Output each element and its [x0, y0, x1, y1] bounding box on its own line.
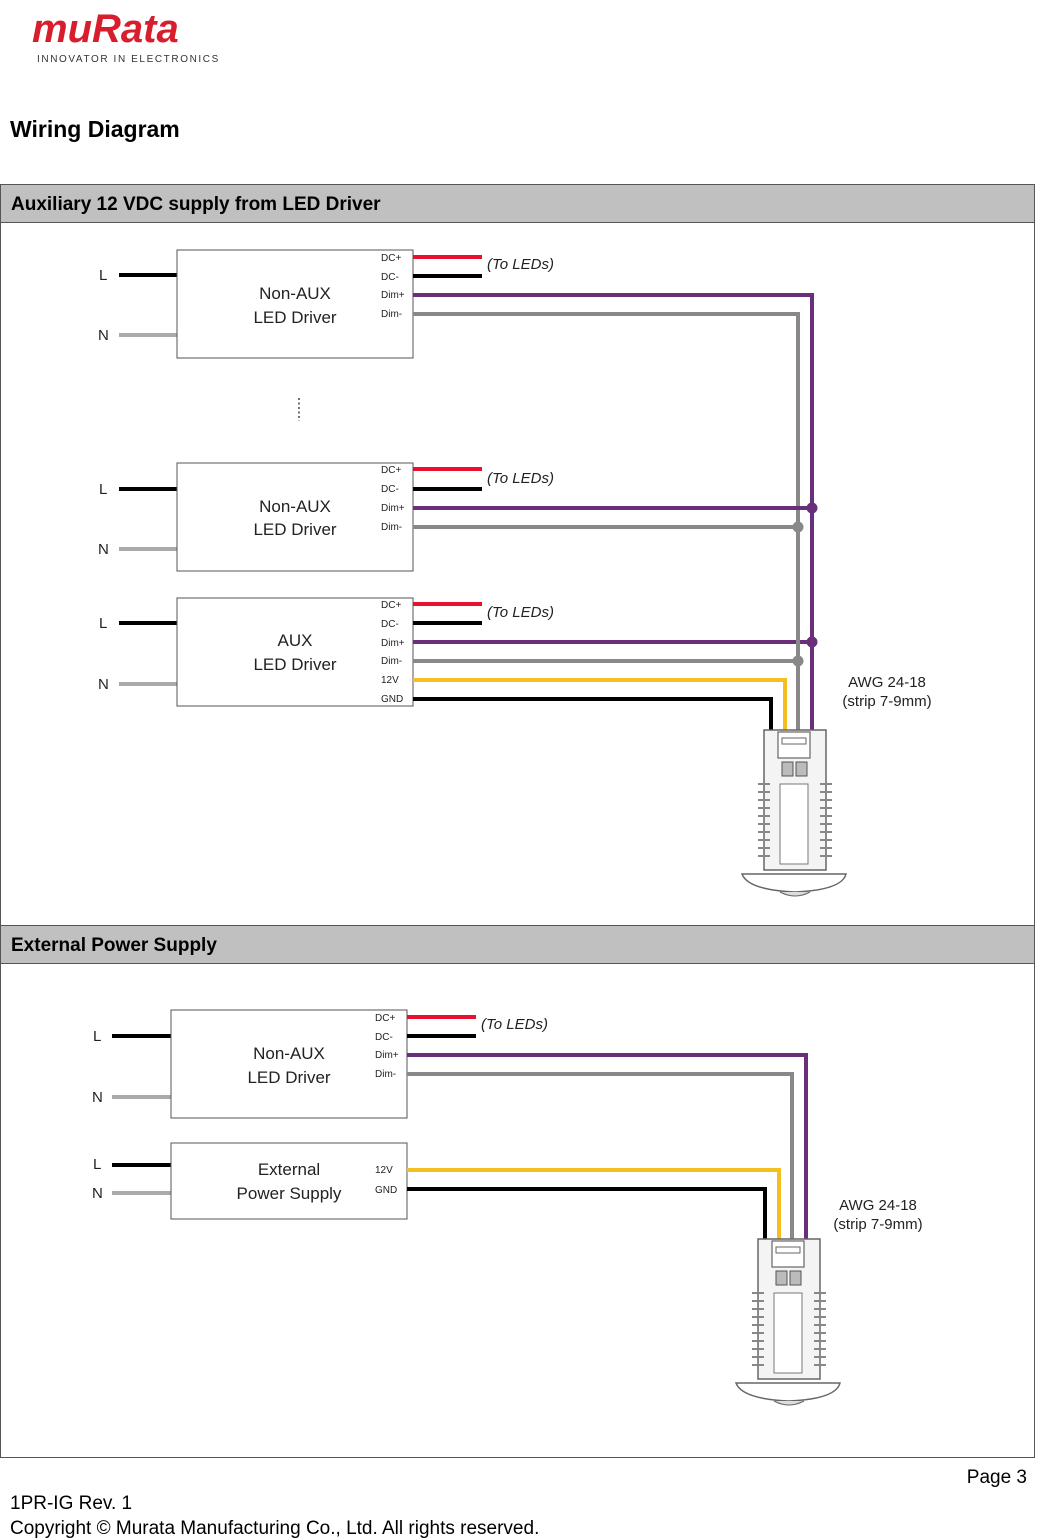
awg-spec-line2: (strip 7-9mm)	[842, 693, 931, 710]
terminal-dim-minus: Dim-	[381, 309, 402, 320]
to-leds-label: (To LEDs)	[487, 604, 554, 621]
to-leds-label: (To LEDs)	[481, 1016, 548, 1033]
copyright-notice: Copyright © Murata Manufacturing Co., Lt…	[10, 1518, 540, 1539]
driver-block-2: L N Non-AUX LED Driver DC+ DC- Dim+ Dim-…	[98, 462, 818, 572]
neutral-label: N	[92, 1185, 103, 1202]
terminal-12v: 12V	[375, 1165, 393, 1176]
terminal-dim-minus: Dim-	[381, 522, 402, 533]
line-label: L	[99, 481, 107, 498]
murata-logo: muRata INNOVATOR IN ELECTRONICS	[30, 7, 220, 70]
section-aux-supply: Auxiliary 12 VDC supply from LED Driver …	[0, 184, 1035, 928]
driver-block-non-aux: L N Non-AUX LED Driver DC+ DC- Dim+ Dim-…	[92, 1009, 808, 1243]
to-leds-label: (To LEDs)	[487, 470, 554, 487]
terminal-dim-minus: Dim-	[381, 656, 402, 667]
driver-block-1: L N Non-AUX LED Driver DC+ DC- Dim+ Dim-…	[98, 249, 814, 527]
wiring-diagram-aux: L N Non-AUX LED Driver DC+ DC- Dim+ Dim-…	[98, 249, 932, 897]
murata-logo-mark: muRata INNOVATOR IN ELECTRONICS	[32, 7, 220, 65]
terminal-dc-plus: DC+	[381, 465, 401, 476]
terminal-dim-plus: Dim+	[375, 1050, 399, 1061]
terminal-dc-minus: DC-	[381, 272, 399, 283]
driver-title-2: LED Driver	[253, 308, 336, 327]
junction-dot	[806, 502, 818, 514]
terminal-dc-minus: DC-	[381, 619, 399, 630]
page-title: Wiring Diagram	[10, 116, 180, 142]
terminal-gnd: GND	[381, 694, 403, 705]
section-external-supply: External Power Supply L N Non-AUX LED Dr…	[0, 925, 1035, 1458]
driver-title-1: Non-AUX	[259, 497, 331, 516]
supply-title-1: External	[258, 1160, 320, 1179]
sensor-device	[740, 729, 847, 897]
awg-spec-line2: (strip 7-9mm)	[833, 1216, 922, 1233]
terminal-dim-plus: Dim+	[381, 503, 405, 514]
terminal-dc-plus: DC+	[381, 253, 401, 264]
terminal-dc-plus: DC+	[375, 1013, 395, 1024]
terminal-dc-minus: DC-	[375, 1032, 393, 1043]
to-leds-label: (To LEDs)	[487, 256, 554, 273]
neutral-label: N	[98, 676, 109, 693]
driver-block-3-aux: L N AUX LED Driver DC+ DC- Dim+ Dim- 12V…	[98, 597, 818, 736]
neutral-label: N	[98, 541, 109, 558]
driver-title-1: AUX	[278, 631, 313, 650]
driver-title-1: Non-AUX	[259, 284, 331, 303]
logo-wordmark: muRata	[32, 10, 179, 51]
line-label: L	[99, 267, 107, 284]
terminal-dim-plus: Dim+	[381, 290, 405, 301]
neutral-label: N	[98, 327, 109, 344]
terminal-dc-plus: DC+	[381, 600, 401, 611]
driver-title-2: LED Driver	[253, 520, 336, 539]
awg-spec-line1: AWG 24-18	[839, 1197, 917, 1214]
driver-title-1: Non-AUX	[253, 1044, 325, 1063]
line-label: L	[93, 1156, 101, 1173]
driver-title-2: LED Driver	[253, 655, 336, 674]
wiring-diagram-external: L N Non-AUX LED Driver DC+ DC- Dim+ Dim-…	[92, 1009, 923, 1406]
terminal-dim-plus: Dim+	[381, 638, 405, 649]
terminal-dc-minus: DC-	[381, 484, 399, 495]
neutral-label: N	[92, 1089, 103, 1106]
sensor-device	[734, 1238, 841, 1406]
supply-title-2: Power Supply	[237, 1184, 342, 1203]
document-revision: 1PR-IG Rev. 1	[10, 1493, 133, 1514]
line-label: L	[93, 1028, 101, 1045]
section-heading: External Power Supply	[1, 926, 1034, 964]
terminal-gnd: GND	[375, 1185, 397, 1196]
section-heading: Auxiliary 12 VDC supply from LED Driver	[1, 185, 1034, 223]
logo-tagline: INNOVATOR IN ELECTRONICS	[37, 54, 220, 65]
external-power-supply-block: L N External Power Supply 12V GND	[92, 1142, 781, 1243]
driver-title-2: LED Driver	[247, 1068, 330, 1087]
line-label: L	[99, 615, 107, 632]
terminal-12v: 12V	[381, 675, 399, 686]
terminal-dim-minus: Dim-	[375, 1069, 396, 1080]
page-number: Page 3	[966, 1467, 1027, 1488]
awg-spec-line1: AWG 24-18	[848, 674, 926, 691]
